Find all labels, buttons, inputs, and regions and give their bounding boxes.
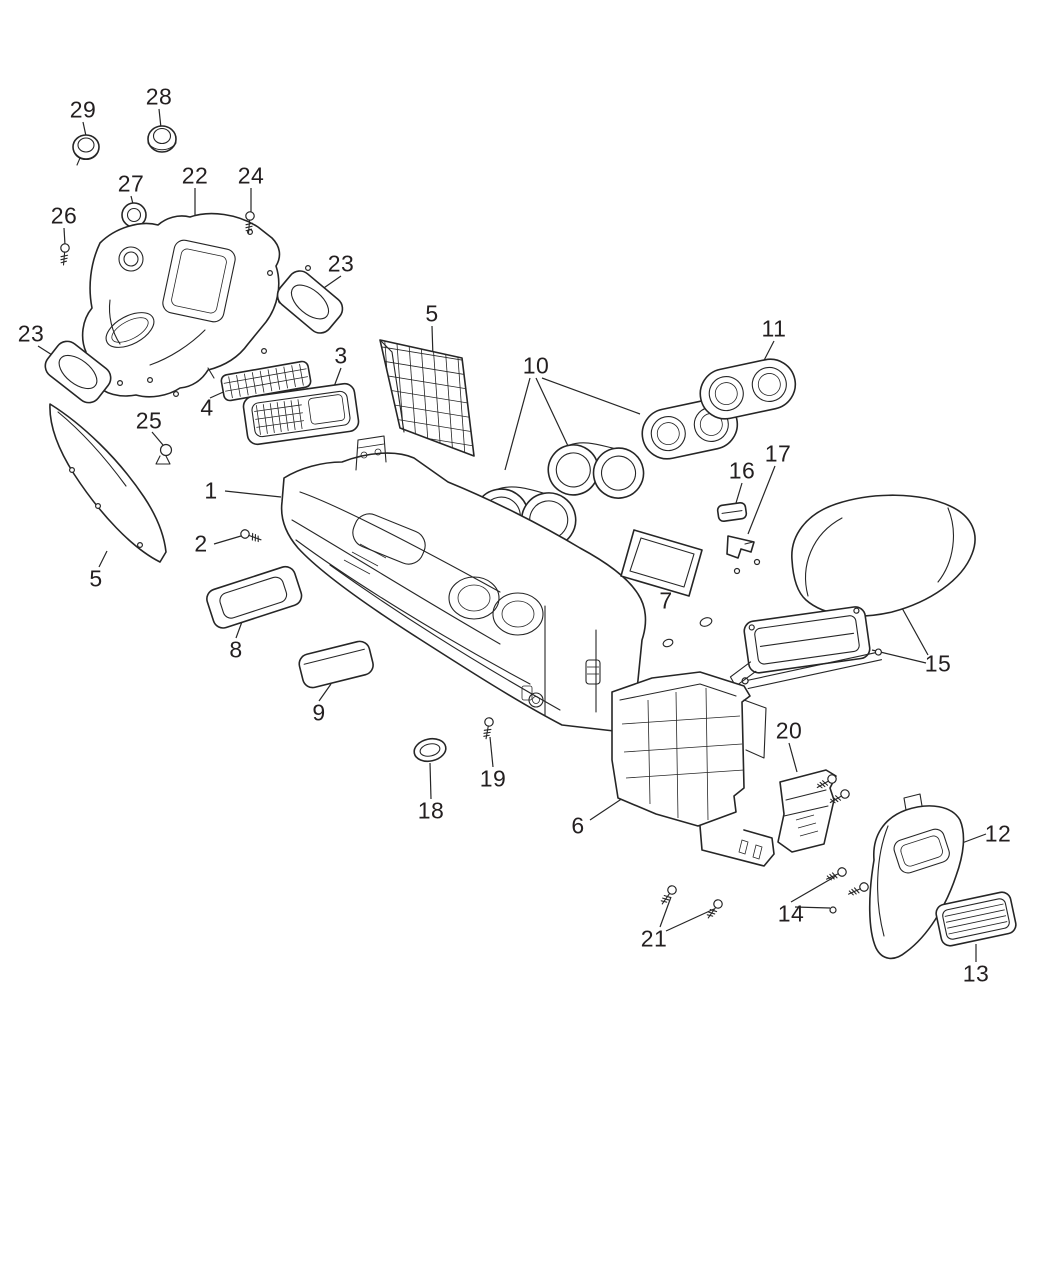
callout-8: 8	[229, 636, 243, 663]
part-11-cupholder-bezels	[641, 358, 797, 460]
callout-2: 2	[194, 530, 208, 557]
callout-23b: 23	[17, 320, 45, 347]
part-25-clip	[155, 443, 173, 465]
part-12-rear-panel	[868, 793, 965, 960]
callout-9: 9	[312, 699, 326, 726]
part-28-knob	[147, 125, 177, 153]
callout-4: 4	[200, 394, 214, 421]
callout-27: 27	[117, 170, 145, 197]
part-23-bezel-lower	[44, 340, 112, 404]
part-8-bezel	[206, 565, 303, 629]
callout-25: 25	[135, 407, 163, 434]
callout-16: 16	[728, 457, 756, 484]
small-spacer-oval	[699, 617, 713, 627]
callout-17: 17	[764, 440, 792, 467]
part-18-cap	[413, 737, 447, 763]
callout-20: 20	[775, 717, 803, 744]
callout-18: 18	[417, 797, 445, 824]
part-9-door	[298, 640, 374, 689]
callout-5a: 5	[425, 300, 439, 327]
callout-10: 10	[522, 352, 550, 379]
callout-1: 1	[204, 477, 218, 504]
callout-7: 7	[659, 587, 673, 614]
part-16-latch	[716, 501, 748, 523]
part-15-armrest-lid	[791, 494, 976, 617]
callout-14: 14	[777, 900, 805, 927]
callout-11: 11	[761, 315, 787, 342]
callout-23a: 23	[327, 250, 355, 277]
part-13-vent-grille	[935, 891, 1017, 947]
part-1-console-body	[280, 435, 647, 732]
part-15-armrest-frame	[729, 606, 883, 690]
part-20-bracket	[777, 769, 837, 853]
part-5-panel-left	[49, 403, 167, 563]
callout-13: 13	[962, 960, 990, 987]
small-spacer-oval-2	[662, 638, 674, 648]
callout-6: 6	[571, 812, 585, 839]
callout-12: 12	[984, 820, 1012, 847]
callout-3: 3	[334, 342, 348, 369]
part-4-mat	[220, 360, 312, 402]
callout-19: 19	[479, 765, 507, 792]
part-6-rear-frame	[611, 671, 775, 867]
callout-24: 24	[237, 162, 265, 189]
callout-15: 15	[924, 650, 952, 677]
part-29-knob	[72, 134, 100, 166]
part-3-tray	[242, 382, 360, 446]
part-17-hinge	[726, 535, 761, 575]
part-7-mat	[620, 529, 703, 597]
callout-26: 26	[50, 202, 78, 229]
part-23-bezel-upper	[276, 270, 344, 334]
callout-21: 21	[640, 925, 668, 952]
callout-5b: 5	[89, 565, 103, 592]
callout-29: 29	[69, 96, 97, 123]
part-14-screws	[824, 865, 871, 914]
callout-28: 28	[145, 83, 173, 110]
callout-22: 22	[181, 162, 209, 189]
